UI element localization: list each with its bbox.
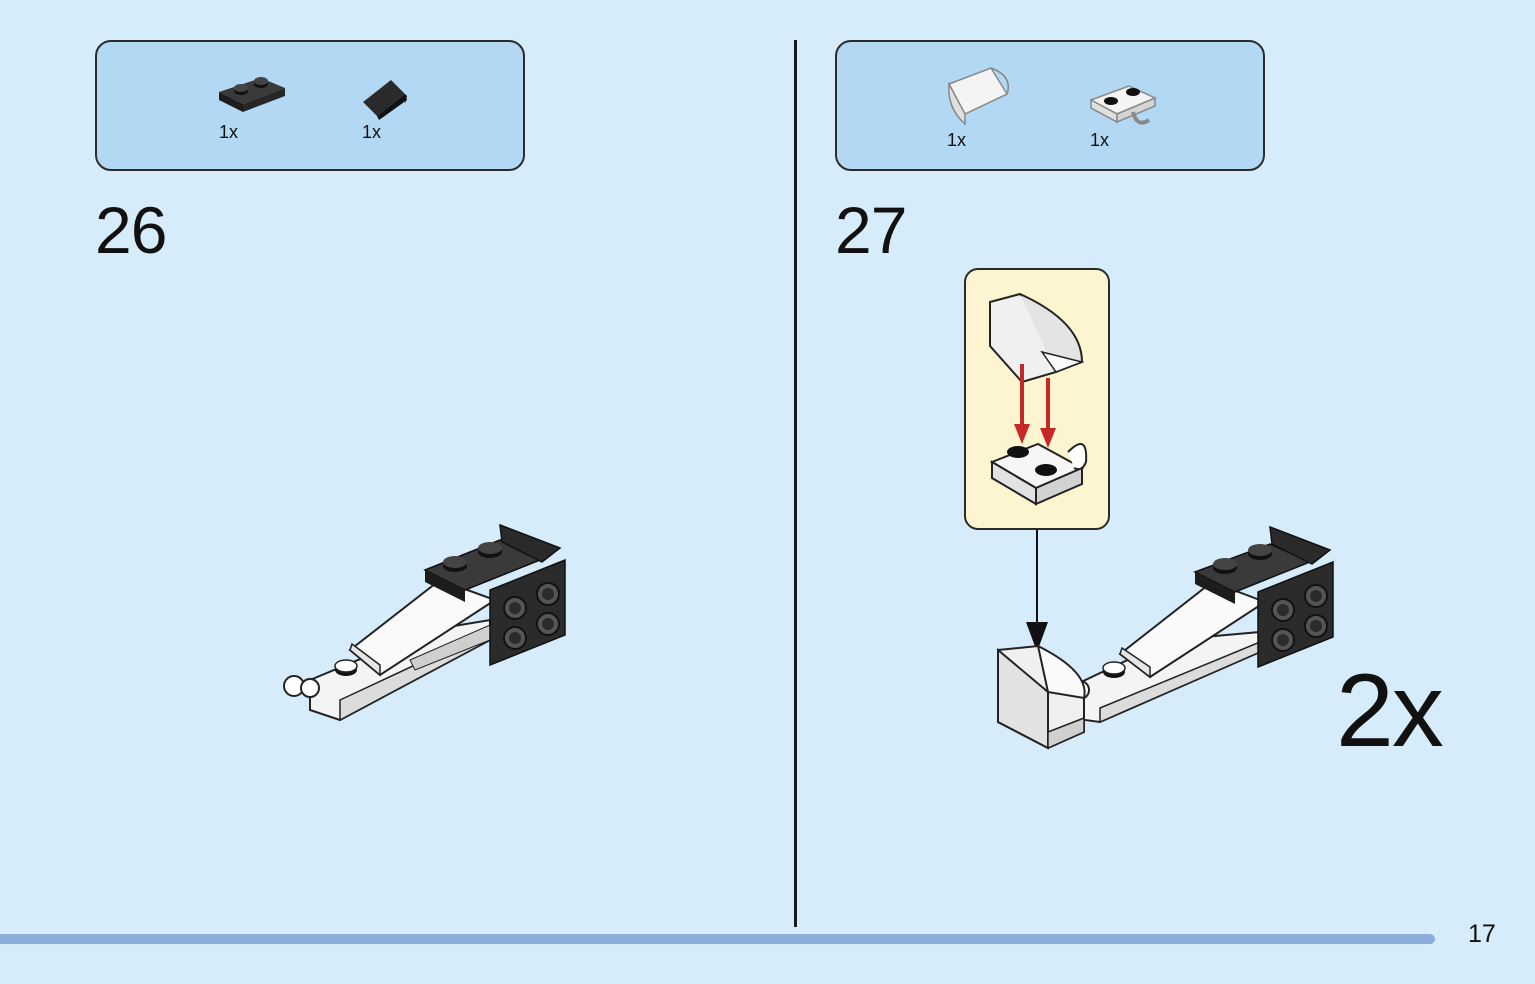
white-plate-clip-icon: [1089, 85, 1157, 125]
step-number: 27: [835, 193, 907, 267]
white-curved-slope-icon: [947, 67, 1009, 126]
page-number: 17: [1468, 920, 1496, 948]
progress-bar: [0, 934, 1435, 944]
black-slope-icon: [363, 80, 407, 120]
step-number: 26: [95, 193, 167, 267]
sub-assembly-illustration: [989, 292, 1088, 506]
part-quantity: 1x: [947, 130, 967, 150]
black-plate-1x2-icon: [219, 77, 285, 112]
sub-assembly-callout: [964, 268, 1110, 530]
page-divider: [794, 40, 797, 927]
model-step-26-illustration: [283, 523, 566, 722]
model-step-27-illustration: [997, 525, 1334, 750]
placement-arrow: [1026, 530, 1048, 652]
part-quantity: 1x: [1090, 130, 1110, 150]
quantity-multiplier: 2x: [1336, 653, 1444, 769]
parts-list-step-27: 1x 1x: [835, 40, 1265, 171]
part-quantity: 1x: [219, 122, 239, 142]
part-quantity: 1x: [362, 122, 382, 142]
parts-list-step-26: 1x 1x: [95, 40, 525, 171]
